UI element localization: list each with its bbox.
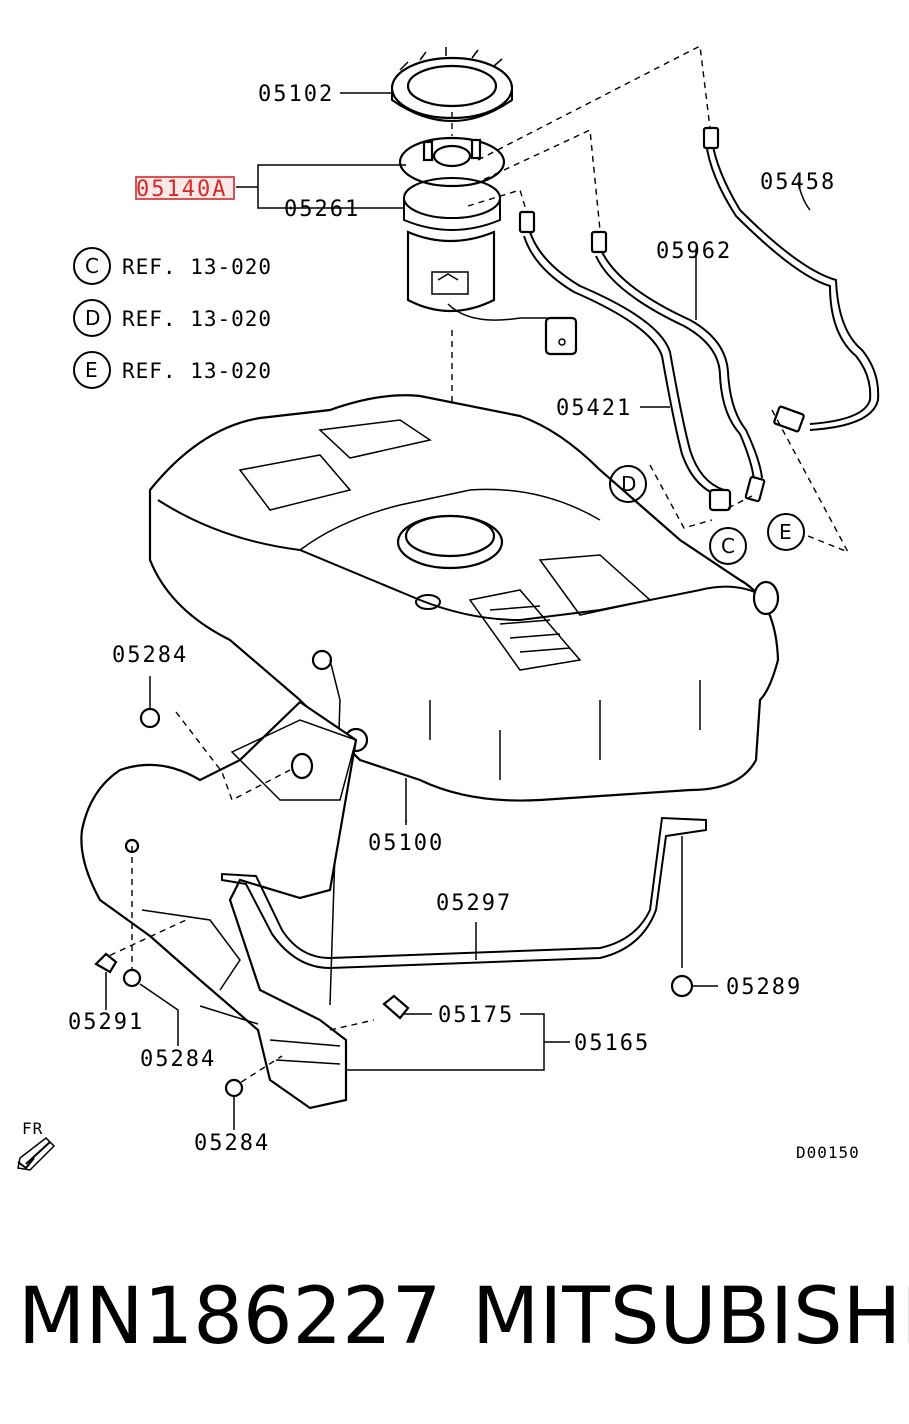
direction-label: FR <box>22 1119 43 1138</box>
forward-arrow-outline <box>17 1137 56 1171</box>
label-05284-b: 05284 <box>140 1047 216 1072</box>
label-05100: 05100 <box>368 831 444 856</box>
label-05102: 05102 <box>258 82 334 107</box>
callout-e-circle <box>767 513 805 551</box>
callout-c-circle <box>709 527 747 565</box>
label-05962: 05962 <box>656 239 732 264</box>
clip-05291-drawing <box>94 952 118 974</box>
highlight-box <box>135 176 235 200</box>
ref-c-text[interactable]: REF. 13-020 <box>122 255 272 279</box>
label-05175: 05175 <box>438 1003 514 1028</box>
label-05297: 05297 <box>436 891 512 916</box>
fuel-pipes-drawing <box>467 44 880 554</box>
forward-arrow-icon <box>17 1141 51 1170</box>
ref-e-text[interactable]: REF. 13-020 <box>122 359 272 383</box>
label-05458: 05458 <box>760 170 836 195</box>
leader-05140A-05261 <box>236 164 406 209</box>
fuel-tank-drawing <box>148 394 780 1006</box>
label-05289: 05289 <box>726 975 802 1000</box>
label-05284-a: 05284 <box>112 643 188 668</box>
ref-d-text[interactable]: REF. 13-020 <box>122 307 272 331</box>
ref-e-letter: E <box>85 358 98 382</box>
clip-05175-drawing <box>382 994 410 1020</box>
lock-ring-drawing <box>390 47 514 122</box>
tank-band-drawing <box>221 816 707 998</box>
label-05421: 05421 <box>556 396 632 421</box>
callout-c-letter: C <box>721 534 735 558</box>
protector-drawing <box>80 676 375 1110</box>
label-05291: 05291 <box>68 1010 144 1035</box>
leader-05165 <box>346 1013 570 1071</box>
callout-d-circle <box>609 465 647 503</box>
ref-d-circle <box>73 299 111 337</box>
label-05261: 05261 <box>284 197 360 222</box>
footer-brand: MITSUBISHI <box>472 1272 909 1362</box>
ref-legend: C REF. 13-020 D REF. 13-020 E REF. 13-02… <box>73 247 272 389</box>
footer-part-number: MN186227 <box>18 1272 442 1362</box>
ref-c-letter: C <box>85 254 99 278</box>
ref-c-circle <box>73 247 111 285</box>
clip-05284c-drawing <box>224 1078 244 1098</box>
footer: MN186227 MITSUBISHI <box>0 1262 909 1372</box>
callout-d-letter: D <box>621 472 636 496</box>
diagram-code: D00150 <box>796 1143 860 1162</box>
label-05284-c: 05284 <box>194 1131 270 1156</box>
fuel-pump-module-drawing <box>398 136 578 356</box>
ref-e-circle <box>73 351 111 389</box>
ref-d-letter: D <box>85 306 100 330</box>
label-05165: 05165 <box>574 1031 650 1056</box>
clip-05284-drawing <box>122 968 142 988</box>
leader-05284b <box>139 983 179 1046</box>
label-05140A-highlighted[interactable]: 05140A <box>136 177 227 202</box>
exploded-parts-diagram: 05102 05140A 05261 05458 05962 05421 052… <box>17 44 880 1171</box>
callout-e-letter: E <box>779 520 792 544</box>
